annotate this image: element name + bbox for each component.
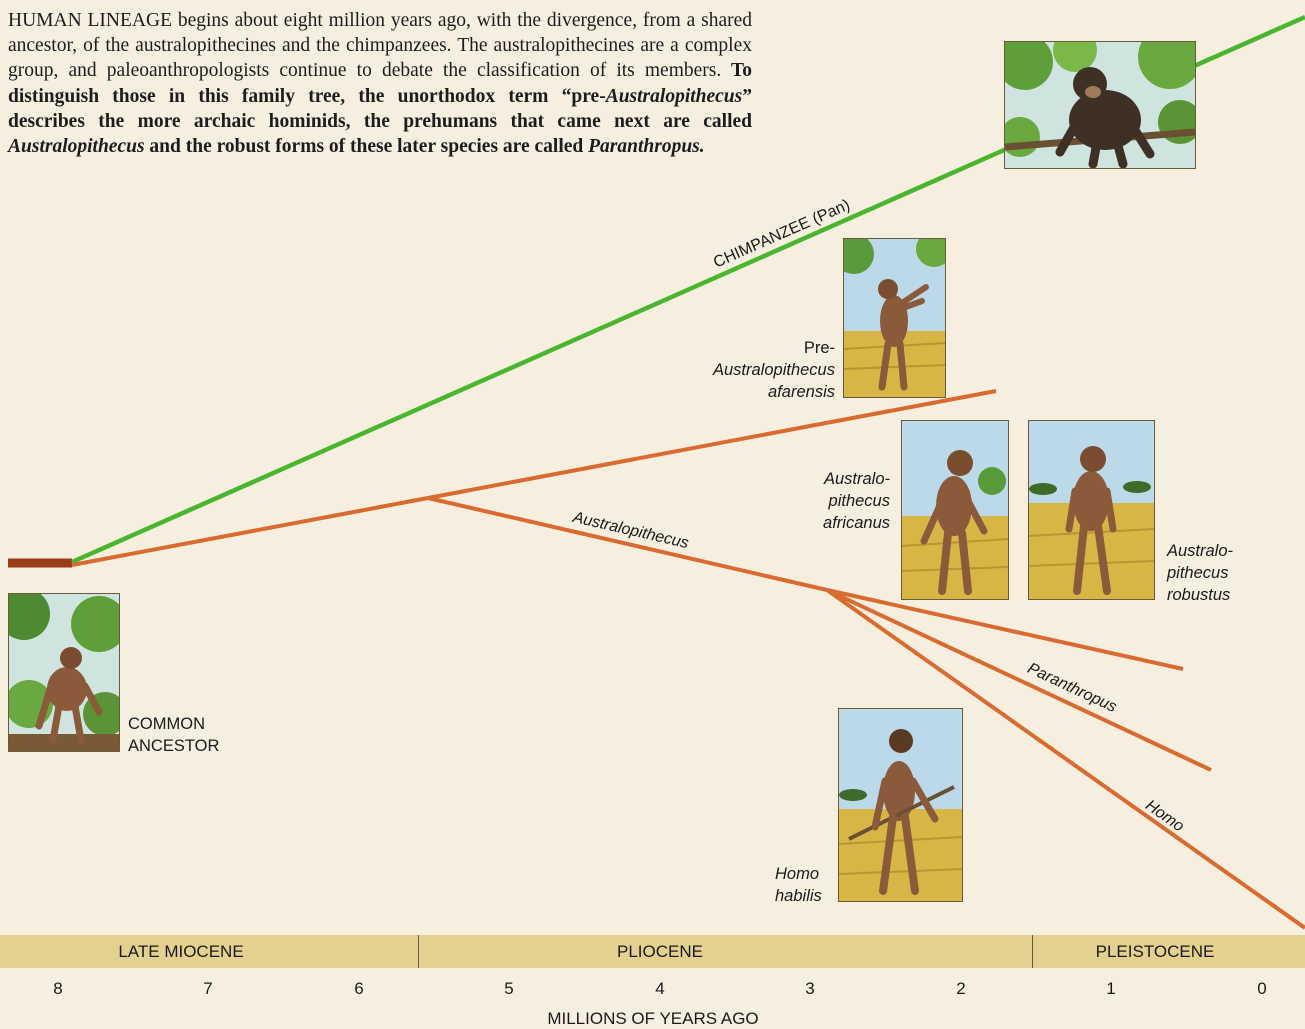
africanus-line-2: pithecus	[828, 492, 890, 510]
intro-italic-2: Australopithecus	[8, 136, 145, 158]
robustus-line-3: robustus	[1167, 586, 1231, 604]
homo-habilis-line-1: Homo	[775, 865, 820, 883]
era-pliocene: PLIOCENE	[617, 942, 703, 961]
africanus-picture	[901, 420, 1009, 600]
robustus-branch	[826, 588, 1184, 671]
tick-8: 8	[53, 979, 63, 998]
tick-2: 2	[956, 979, 966, 998]
axis-title: MILLIONS OF YEARS AGO	[547, 1009, 759, 1028]
common-ancestor-picture	[8, 593, 120, 752]
tick-6: 6	[354, 979, 364, 998]
pre-australopithecus-picture	[843, 238, 946, 398]
tick-1: 1	[1106, 979, 1116, 998]
chimpanzee-picture	[1004, 41, 1196, 169]
common-ancestor-line-2: ANCESTOR	[128, 737, 220, 755]
tick-5: 5	[504, 979, 514, 998]
homo-branch	[825, 588, 1305, 930]
pre-australopithecus-label: Pre- Australopithecus afarensis	[690, 337, 835, 403]
africanus-line-1: Australo-	[823, 470, 890, 488]
robustus-line-1: Australo-	[1167, 542, 1234, 560]
robustus-line-2: pithecus	[1167, 564, 1229, 582]
hominid-trunk	[71, 496, 429, 567]
homo-habilis-label: Homo habilis	[775, 863, 822, 907]
common-ancestor-label: COMMON ANCESTOR	[128, 713, 219, 757]
common-ancestor-line-1: COMMON	[128, 715, 205, 733]
era-pleistocene: PLEISTOCENE	[1095, 942, 1215, 961]
robustus-picture	[1028, 420, 1155, 600]
era-band: LATE MIOCENE PLIOCENE PLEISTOCENE	[0, 935, 1305, 968]
era-divider-pliocene-pleistocene	[1032, 935, 1033, 968]
intro-paragraph: HUMAN LINEAGE begins about eight million…	[8, 8, 752, 159]
homo-habilis-line-2: habilis	[775, 887, 822, 905]
intro-body-3: and the robust forms of these later spec…	[144, 136, 589, 158]
intro-italic-3: Paranthropus.	[588, 136, 705, 158]
intro-body-2: ” describes the more archaic hominids, t…	[8, 85, 752, 132]
era-divider-miocene-pliocene	[418, 935, 419, 968]
intro-italic-1: Australopithecus	[605, 85, 743, 107]
tick-4: 4	[655, 979, 665, 998]
tick-3: 3	[805, 979, 815, 998]
australopithecus-branch	[427, 496, 828, 592]
pre-australopithecus-branch	[427, 389, 997, 500]
pre-australopithecus-line-1: Pre-	[803, 339, 835, 357]
paranthropus-branch	[826, 588, 1212, 772]
pre-australopithecus-line-2: Australopithecus	[713, 361, 835, 379]
era-late-miocene: LATE MIOCENE	[118, 942, 244, 961]
robustus-label: Australo- pithecus robustus	[1167, 540, 1233, 606]
africanus-line-3: africanus	[823, 514, 890, 532]
africanus-label: Australo- pithecus africanus	[790, 468, 890, 534]
intro-body-1: To distinguish those in this family tree…	[8, 60, 752, 107]
pre-australopithecus-line-3: afarensis	[768, 383, 835, 401]
tick-0: 0	[1257, 979, 1267, 998]
intro-lead: HUMAN LINEAGE begins about eight million…	[8, 10, 752, 82]
homo-habilis-picture	[838, 708, 963, 902]
tick-7: 7	[203, 979, 213, 998]
